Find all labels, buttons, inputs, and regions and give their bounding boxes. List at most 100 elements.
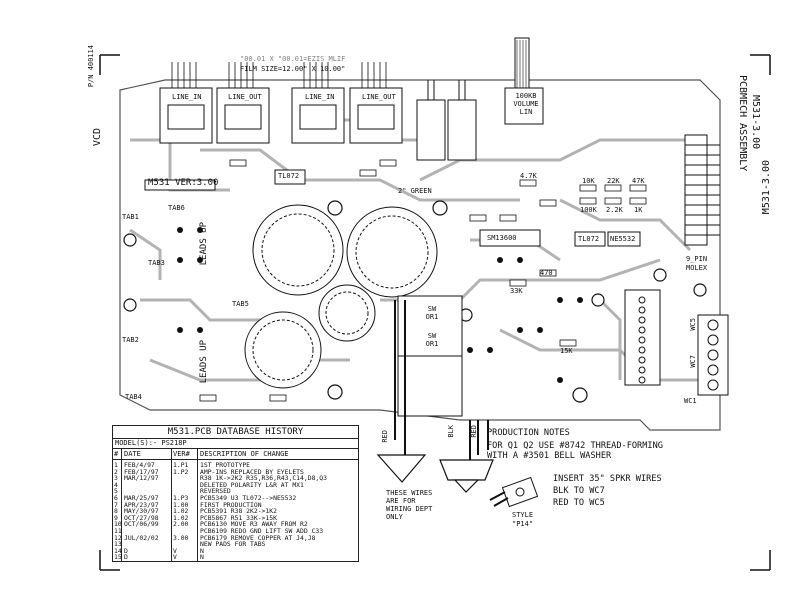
history-cell-desc: PCB6130 MOVE R3 AWAY FROM R2 (200, 520, 308, 529)
registration-marks (99, 54, 771, 571)
switch-blocks (397, 295, 463, 417)
assembly-title: PCBMECH ASSEMBLY (737, 75, 748, 172)
tab-label-1: TAB1 (122, 213, 139, 221)
production-notes-line-1: FOR Q1 Q2 USE #8742 THREAD-FORMING (487, 441, 663, 451)
resistor-value-1: 10K (582, 177, 595, 185)
mounting-holes (123, 200, 707, 403)
audio-jacks (159, 62, 403, 144)
history-cell-n: 5 (114, 487, 118, 496)
component-pads (177, 227, 583, 383)
history-cell-ver: V (173, 553, 177, 562)
database-history-table: M531.PCB DATABASE HISTORY MODEL(S):- PS2… (112, 425, 359, 562)
history-cell-n: 13 (114, 540, 122, 549)
slide-pots (416, 80, 477, 161)
filter-capacitors (244, 204, 438, 389)
resistor-value-7: 4.7K (520, 172, 537, 180)
table-row: 4 DELETED POLARITY L&R AT MX1 (113, 481, 358, 489)
wire-color-3: RED (381, 430, 389, 443)
resistor-value-5: 2.2K (606, 206, 623, 214)
speaker-wire-note-1: INSERT 35" SPKR WIRES (553, 474, 662, 484)
history-cell-date: MAY/30/97 (124, 507, 159, 516)
history-cell-n: 8 (114, 507, 118, 516)
part-number-2: M531-3.00 (761, 160, 772, 215)
history-cell-ver: 1.P1 (173, 461, 189, 469)
history-cell-ver: 3.00 (173, 533, 189, 542)
history-header-ver: VER# (173, 450, 190, 458)
ic-label-1: SM13600 (487, 234, 517, 242)
wires-note-2: ARE FOR (386, 497, 416, 505)
history-cell-ver: V (173, 546, 177, 555)
history-cell-desc: REVERSED (200, 487, 231, 496)
history-cell-desc: NEW PADS FOR TABS (200, 540, 266, 549)
history-cell-ver: 1.P3 (173, 494, 189, 502)
table-row: 5 REVERSED (113, 487, 358, 495)
volume-pot-label: 100KB VOLUME LIN (513, 92, 539, 116)
history-cell-n: 9 (114, 513, 118, 522)
ic-label-3: NE5532 (610, 235, 636, 243)
history-cell-ver: 1.02 (173, 513, 189, 522)
switch-label-2: SW OR1 (425, 332, 439, 348)
tab-label-4: TAB4 (125, 393, 142, 401)
history-cell-n: 4 (114, 480, 118, 489)
resistors (199, 159, 647, 402)
history-col-divider (197, 448, 198, 561)
tab-label-2: TAB2 (122, 336, 139, 344)
ic-label-4: TL072 (278, 172, 300, 180)
history-header-num: # (114, 450, 119, 458)
wire-color-2: RED (470, 425, 478, 438)
history-cell-desc: DELETED POLARITY L&R AT MX1 (200, 480, 304, 489)
leads-up-label-1: LEADS UP (199, 222, 209, 266)
history-col-divider (121, 448, 122, 561)
molex-connector (624, 289, 661, 386)
wiring-harness (394, 300, 489, 460)
wc-label-1: WC1 (684, 397, 697, 405)
history-model: MODEL(S):- PS218P (115, 439, 187, 447)
production-notes-line-2: WITH A #3501 BELL WASHER (487, 451, 612, 461)
history-divider (113, 459, 358, 460)
history-title: M531.PCB DATABASE HISTORY (113, 426, 358, 439)
jack-label-1: LINE_IN (172, 93, 202, 101)
history-cell-date: FEB/17/97 (124, 467, 159, 476)
history-cell-desc: FIRST PRODUCTION (200, 500, 262, 509)
side-label: VCD (92, 128, 103, 147)
history-cell-desc: AMP-INS REPLACED BY EYELETS (200, 467, 304, 476)
history-cell-desc: PCB5349 U3 TL072-->NE5532 (200, 494, 297, 502)
table-row: 8 MAY/30/97 1.02 PCB5391 R38 2K2->1K2 (113, 507, 358, 515)
resistor-value-4: 100K (580, 206, 597, 214)
history-cell-desc: PCB5391 R38 2K2->1K2 (200, 507, 277, 516)
heatsink (684, 134, 720, 246)
history-header-date: DATE (124, 450, 141, 458)
green-wire-label: 2" GREEN (398, 187, 432, 195)
history-cell-n: 6 (114, 494, 118, 502)
film-size-mirror: "00.01 X "00.01=EZIS MLIF (240, 55, 346, 63)
history-cell-ver: 2.00 (173, 520, 189, 529)
corner-code: P/N 400114 (87, 45, 95, 88)
history-cell-desc: PCB6179 REMOVE COPPER AT J4,J8 (200, 533, 316, 542)
production-notes-title: PRODUCTION NOTES (487, 428, 570, 438)
film-size-label: FILM SIZE=12.00" X 10.00" (240, 65, 346, 73)
part-number-1: M531-3.00 (750, 95, 761, 150)
history-cell-desc: 1ST PROTOTYPE (200, 461, 251, 469)
version-label: M531 VER:3.00 (148, 178, 219, 188)
history-cell-date: D (124, 546, 128, 555)
style-label-1: STYLE (512, 511, 534, 519)
history-cell-ver: 1.02 (173, 507, 189, 516)
history-cell-n: 12 (114, 533, 122, 542)
wires-note-3: WIRING DEPT (386, 505, 433, 513)
history-cell-n: 7 (114, 500, 118, 509)
ic-packages (144, 169, 641, 247)
molex-label: 9_PIN MOLEX (686, 255, 708, 272)
history-cell-desc: R38 1K->2K2 R35,R36,R43,C14,D8,Q3 (200, 474, 327, 483)
history-cell-desc: N (200, 546, 204, 555)
history-cell-n: 1 (114, 461, 118, 469)
wire-symbols (376, 454, 494, 493)
